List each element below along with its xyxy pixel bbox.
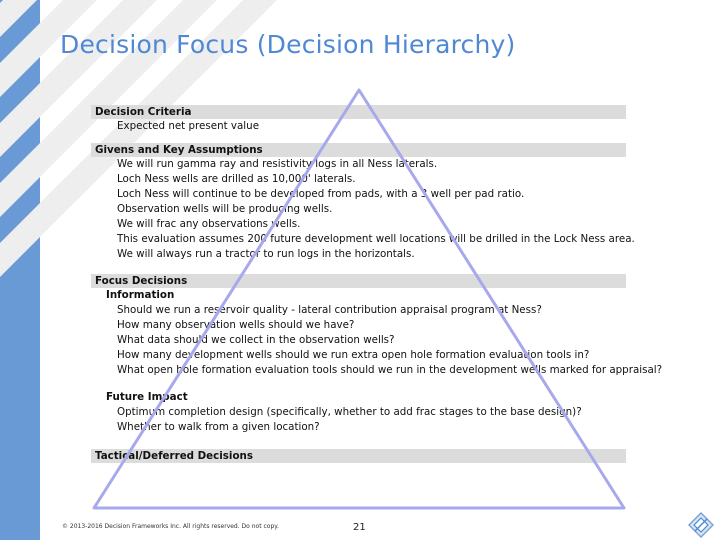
decision-hierarchy-table: Decision Criteria Expected net present v… [91, 105, 663, 463]
list-item: Loch Ness will continue to be developed … [117, 188, 525, 200]
list-item: Expected net present value [117, 120, 260, 132]
list-item: Observation wells will be producing well… [117, 203, 333, 215]
list-item: This evaluation assumes 200 future devel… [117, 233, 635, 245]
list-item: We will frac any observations wells. [117, 218, 301, 230]
list-item: Should we run a reservoir quality - late… [117, 304, 542, 316]
list-item: What open hole formation evaluation tool… [117, 364, 663, 376]
future-impact-subheader: Future Impact [106, 391, 188, 403]
list-item: What data should we collect in the obser… [117, 334, 395, 346]
information-subheader: Information [106, 289, 175, 301]
givens-header: Givens and Key Assumptions [91, 143, 626, 157]
list-item: We will run gamma ray and resistivity lo… [117, 158, 438, 170]
slide-title: Decision Focus (Decision Hierarchy) [60, 30, 516, 59]
list-item: How many development wells should we run… [117, 349, 590, 361]
list-item: How many observation wells should we hav… [117, 319, 355, 331]
focus-decisions-header: Focus Decisions [91, 274, 626, 288]
list-item: Loch Ness wells are drilled as 10,000' l… [117, 173, 356, 185]
diamond-logo-icon [688, 512, 714, 538]
list-item: We will always run a tractor to run logs… [117, 248, 415, 260]
list-item: Optimum completion design (specifically,… [117, 406, 582, 418]
page-number: 21 [353, 522, 366, 533]
decision-criteria-header: Decision Criteria [91, 105, 626, 119]
list-item: Whether to walk from a given location? [117, 421, 320, 433]
copyright-footer: © 2013-2016 Decision Frameworks Inc. All… [62, 523, 279, 530]
tactical-decisions-header: Tactical/Deferred Decisions [91, 449, 626, 463]
